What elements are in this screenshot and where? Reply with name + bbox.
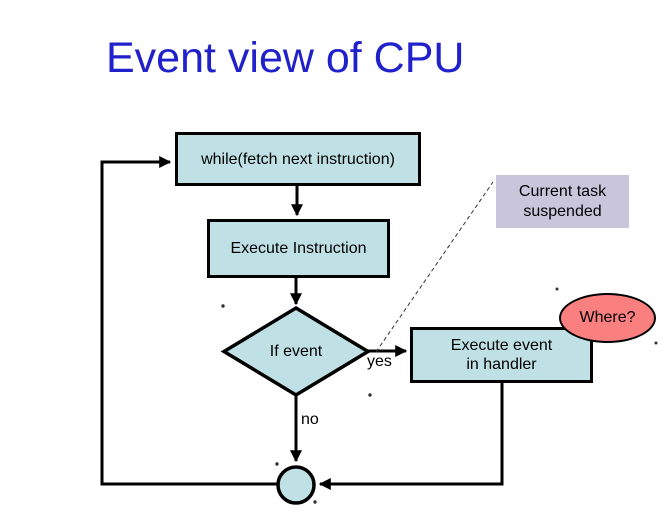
no-branch-label: no (301, 411, 319, 428)
handler-label-line2: in handler (466, 356, 537, 373)
while-fetch-label: while(fetch next instruction) (201, 150, 395, 168)
slide-title: Event view of CPU (106, 34, 465, 82)
yes-branch-label: yes (367, 353, 392, 370)
where-question-bubble: Where? (559, 293, 656, 343)
execute-event-handler-node: Execute event in handler (410, 327, 593, 383)
execute-instruction-node: Execute Instruction (207, 219, 390, 278)
stray-dots (221, 287, 658, 504)
where-question-label: Where? (579, 309, 636, 326)
callout-line1: Current task (518, 182, 607, 200)
decision-diamond (220, 305, 372, 398)
callout-line2: suspended (523, 202, 602, 220)
current-task-callout: Current task suspended (496, 175, 629, 228)
join-circle (276, 465, 316, 505)
decision-label: If event (269, 343, 323, 360)
handler-label-line1: Execute event (450, 337, 553, 354)
callout-pointer-line (375, 181, 494, 353)
loop-back-connector (100, 156, 277, 486)
execute-instruction-label: Execute Instruction (230, 240, 367, 257)
while-fetch-node: while(fetch next instruction) (175, 132, 421, 186)
handler-to-join-connector (318, 383, 504, 490)
